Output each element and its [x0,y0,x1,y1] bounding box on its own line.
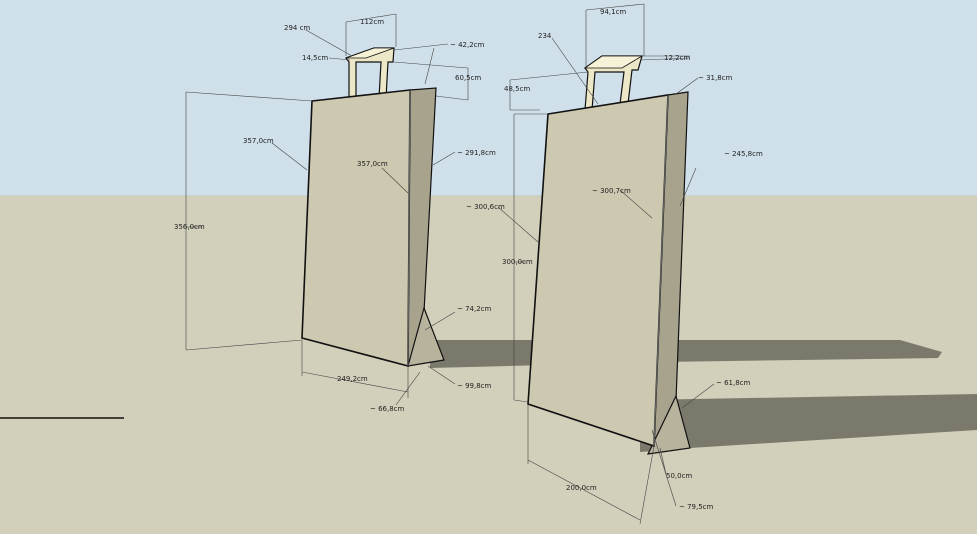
label-base-depth: ~ 79,5cm [679,503,714,511]
sky [0,0,977,196]
label-handle-height: 60,5cm [455,74,481,82]
gusset-right-bag [646,394,691,455]
label-bottom-width: 200,0cm [566,484,597,492]
label-front-edge: 357,0cm [243,137,274,145]
front-panel-left-bag [301,89,411,368]
label-handle-height: 48,5cm [504,85,530,93]
label-handle-depth: 12,2cm [664,54,690,62]
front-panel-right-bag [527,94,669,448]
bag-right[interactable]: 234 94,1cm 12,2cm ~ 31,8cm 48,5cm ~ 300,… [466,3,763,525]
label-handle-top: 234 [538,32,552,40]
label-total-height: 356,0cm [174,223,205,231]
label-side-edge: ~ 245,8cm [724,150,763,158]
label-front-edge: ~ 300,6cm [466,203,505,211]
label-total-height: 300,0cm [502,258,533,266]
label-bottom-width: 249,2cm [337,375,368,383]
label-handle-side: ~ 42,2cm [450,41,485,49]
center-crease-right-bag [653,94,669,447]
label-base-depth: ~ 66,8cm [370,405,405,413]
labels-left-bag: 294 cm 112cm 14,5cm ~ 42,2cm 60,5cm 357,… [174,18,496,413]
label-gusset-bottom: ~ 99,8cm [457,382,492,390]
handle-left-bag-bevel [345,47,395,59]
labels-right-bag: 234 94,1cm 12,2cm ~ 31,8cm 48,5cm ~ 300,… [466,8,763,511]
center-crease-left-bag [407,89,411,367]
label-handle-width: 94,1cm [600,8,626,16]
label-handle-width: 112cm [360,18,384,26]
dimensions-left-bag [185,13,469,406]
gusset-left-bag [407,306,445,367]
label-gusset-top: ~ 74,2cm [457,305,492,313]
label-side-edge: ~ 291,8cm [457,149,496,157]
label-handle-side: ~ 31,8cm [698,74,733,82]
dimensions-right-bag [497,3,715,525]
label-gusset-bottom: 50,0cm [666,472,692,480]
shadow-right-bag [640,394,977,452]
label-handle-top: 294 cm [284,24,310,32]
label-gusset-top: ~ 61,8cm [716,379,751,387]
label-center-edge: ~ 300,7cm [592,187,631,195]
label-handle-depth: 14,5cm [302,54,328,62]
bag-left[interactable]: 294 cm 112cm 14,5cm ~ 42,2cm 60,5cm 357,… [174,13,496,413]
label-center-edge: 357,0cm [357,160,388,168]
